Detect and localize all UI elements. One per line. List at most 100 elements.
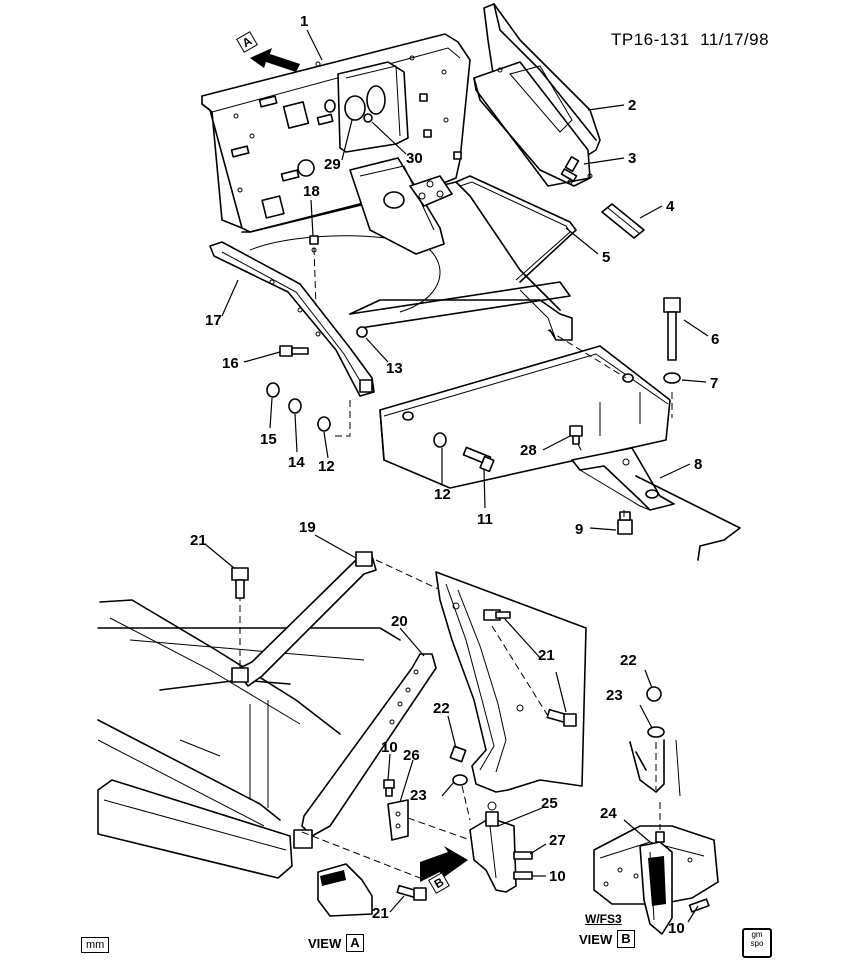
- view-b-caption-text: VIEW: [579, 931, 613, 947]
- view-b-marker: B: [428, 872, 450, 894]
- mount-bracket-25: [469, 801, 517, 893]
- bolt-21-bottom: [396, 884, 427, 901]
- callout-4: 4: [666, 198, 675, 215]
- bolt-28: [569, 425, 583, 445]
- callout-5: 5: [602, 249, 610, 266]
- gm-logo-line2: spo: [750, 939, 764, 948]
- guide-line: [407, 817, 471, 841]
- callout-26: 26: [403, 747, 420, 764]
- view-a-caption: VIEW A: [308, 934, 364, 952]
- gm-spo-logo: gm spo: [742, 928, 772, 958]
- frame-rail: [379, 345, 671, 489]
- view-b-marker-letter: B: [428, 872, 450, 894]
- callout-15: 15: [260, 431, 277, 448]
- bolt-21-top: [231, 567, 249, 599]
- washer-12-right: [433, 432, 447, 448]
- bolt-10-lower: [513, 871, 533, 880]
- callout-10-right: 10: [668, 920, 685, 937]
- callout-27: 27: [549, 832, 566, 849]
- callout-29: 29: [324, 156, 341, 173]
- lower-bracket: [317, 863, 373, 917]
- view-a-caption-text: VIEW: [308, 935, 342, 951]
- guide-line: [313, 247, 317, 307]
- callout-22-right: 22: [620, 652, 637, 669]
- view-a-caption-letter: A: [346, 934, 364, 952]
- callout-28: 28: [520, 442, 537, 459]
- fender-structure: [97, 599, 401, 879]
- callout-14: 14: [288, 454, 305, 471]
- nut-22-middle: [449, 745, 467, 763]
- mount-bracket-8: [571, 447, 675, 511]
- bracket-26: [387, 799, 409, 841]
- gm-logo-line1: gm: [751, 930, 763, 939]
- callout-3: 3: [628, 150, 636, 167]
- washer-12-left: [317, 416, 331, 432]
- crossmember: [349, 289, 573, 341]
- callout-21-bottom: 21: [372, 905, 389, 922]
- callout-23-middle: 23: [410, 787, 427, 804]
- bolt-10-upper: [383, 779, 395, 797]
- drawing-code: TP16-131: [611, 30, 690, 49]
- bolt-11: [462, 446, 495, 473]
- callout-10-upper: 10: [381, 739, 398, 756]
- washer-23-middle: [452, 774, 468, 786]
- view-a-marker-letter: A: [236, 31, 258, 53]
- guide-line: [301, 831, 421, 879]
- nut-13: [356, 326, 368, 338]
- floor-pan: [241, 157, 571, 329]
- guide-line: [461, 785, 471, 821]
- callout-9: 9: [575, 521, 583, 538]
- washer-14: [288, 398, 302, 414]
- frame-edge: [635, 475, 741, 561]
- callout-16: 16: [222, 355, 239, 372]
- side-rail-bracket: [209, 241, 375, 397]
- view-b-caption-letter: B: [617, 930, 635, 948]
- callout-19: 19: [299, 519, 316, 536]
- callout-23-right: 23: [606, 687, 623, 704]
- view-a-marker: A: [236, 31, 258, 53]
- mm-unit-badge: mm: [81, 937, 110, 953]
- callout-17: 17: [205, 312, 222, 329]
- bolt-21-middle: [483, 609, 511, 621]
- callout-13: 13: [386, 360, 403, 377]
- callout-21-top: 21: [190, 532, 207, 549]
- bolt-21-right: [546, 708, 577, 727]
- cowl-side-panel: [473, 3, 601, 187]
- nut-9: [617, 511, 633, 535]
- callout-24: 24: [600, 805, 617, 822]
- callout-22-middle: 22: [433, 700, 450, 717]
- callout-labels: 1 2 3 4 5 6 7 8 9 11 12 12 14 15 16 13 1…: [190, 13, 719, 937]
- brace-rod: [455, 175, 577, 283]
- guide-line: [491, 625, 549, 717]
- callout-8: 8: [694, 456, 702, 473]
- bolt-3: [560, 156, 580, 182]
- callout-12-left: 12: [318, 458, 335, 475]
- bolt-27: [513, 851, 533, 860]
- w-fs3-note: W/FS3: [585, 912, 622, 926]
- view-b-caption: VIEW B: [579, 930, 635, 948]
- nut-15: [266, 382, 280, 398]
- strut-20: [293, 653, 437, 849]
- callout-10-lower: 10: [549, 868, 566, 885]
- drawing-code-header: TP16-131 11/17/98: [611, 30, 769, 50]
- callout-18: 18: [303, 183, 320, 200]
- callout-12-right: 12: [434, 486, 451, 503]
- guide-line: [577, 443, 583, 453]
- view-b-detail: [593, 686, 719, 935]
- callout-11: 11: [477, 511, 493, 528]
- bolt-6: [663, 297, 681, 361]
- strut-19: [231, 551, 377, 687]
- bolt-16: [279, 345, 309, 357]
- callout-7: 7: [710, 375, 718, 392]
- callout-21-middle: 21: [538, 647, 555, 664]
- callout-1: 1: [300, 13, 308, 30]
- seal-strip: [601, 203, 645, 239]
- washer-7: [663, 372, 681, 384]
- callout-30: 30: [406, 150, 423, 167]
- guide-line: [332, 400, 351, 437]
- callout-25: 25: [541, 795, 558, 812]
- leader-lines: [204, 29, 709, 923]
- drawing-date: 11/17/98: [700, 30, 770, 49]
